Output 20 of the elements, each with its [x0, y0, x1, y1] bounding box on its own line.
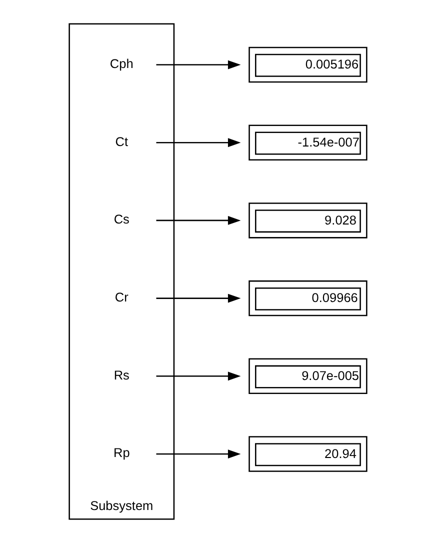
node-box: 0.09966: [248, 280, 368, 316]
node-box: 0.005196: [248, 46, 368, 83]
node-text: Cph: [110, 56, 134, 71]
node-label: Subsystem: [90, 498, 154, 514]
node-box: -1.54e-007: [248, 124, 368, 160]
arrow: [156, 372, 241, 381]
arrow: [156, 294, 241, 303]
node-text: Rp: [113, 445, 130, 460]
node-text: Cs: [114, 212, 130, 227]
node-text: Cr: [114, 289, 128, 304]
node-box: 20.94: [248, 436, 368, 472]
node-text: Ct: [115, 134, 128, 149]
arrow: [156, 216, 241, 225]
cluster: [68, 23, 175, 520]
arrow: [156, 60, 241, 70]
arrow: [156, 138, 241, 148]
node-box: 9.07e-005: [248, 358, 368, 394]
arrow: [156, 450, 241, 458]
node-text: Rs: [114, 367, 130, 382]
node-box: 9.028: [248, 202, 368, 238]
